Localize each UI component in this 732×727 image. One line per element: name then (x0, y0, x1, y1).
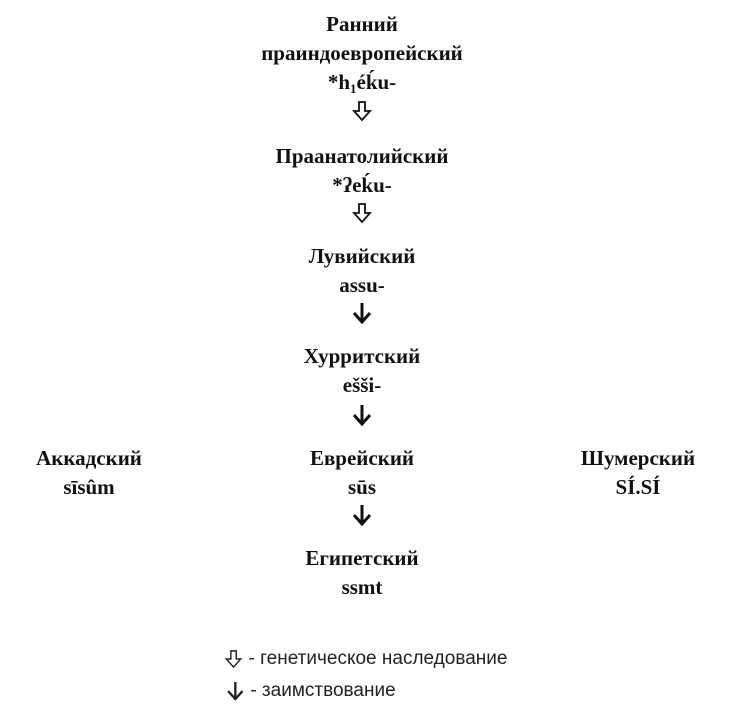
form-subscript: 1 (350, 81, 357, 96)
solid-down-arrow-icon (227, 682, 244, 701)
node-hebrew: Еврейский sūs (310, 444, 414, 502)
solid-down-arrow-icon (352, 505, 372, 526)
node-sumerian-form: SÍ.SÍ (615, 475, 661, 499)
node-hurrian-name: Хурритский (303, 344, 421, 368)
form-rest: éḱu- (356, 70, 397, 94)
node-hebrew-form: sūs (347, 475, 377, 499)
hollow-down-arrow-icon (352, 203, 372, 224)
node-sumerian: Шумерский SÍ.SÍ (581, 444, 695, 502)
node-sumerian-name: Шумерский (580, 446, 696, 470)
node-early-pie-form: *h1éḱu- (261, 68, 463, 103)
node-early-pie-name-1: Ранний (326, 12, 398, 36)
node-akkadian-form: sīsûm (63, 475, 115, 499)
legend-borrowing-label: - заимствование (250, 680, 396, 701)
node-hebrew-name: Еврейский (309, 446, 415, 470)
node-early-pie: Ранний праиндоевропейский *h1éḱu- (261, 10, 463, 103)
node-hurrian: Хурритский eššі- (304, 342, 421, 400)
node-akkadian: Аккадский sīsûm (36, 444, 142, 502)
node-egyptian-form: ssmt (341, 575, 383, 599)
node-egyptian-name: Египетский (305, 546, 419, 570)
node-luwian: Лувийский assu- (309, 242, 416, 300)
node-proto-anatolian-name: Праанатолийский (275, 144, 449, 168)
node-proto-anatolian-form: *ʔeḱu- (332, 173, 392, 197)
node-early-pie-name-2: праиндоевропейский (261, 41, 463, 65)
solid-down-arrow-icon (352, 303, 372, 324)
legend-genetic: - генетическое наследование (224, 648, 508, 670)
hollow-down-arrow-icon (352, 101, 372, 122)
node-egyptian: Египетский ssmt (305, 544, 418, 602)
node-akkadian-name: Аккадский (36, 446, 142, 470)
legend-borrowing: - заимствование (226, 680, 396, 702)
node-luwian-form: assu- (339, 273, 385, 297)
legend-genetic-label: - генетическое наследование (248, 648, 508, 669)
hollow-down-arrow-icon (224, 650, 243, 669)
form-prefix: *h (327, 70, 350, 94)
node-hurrian-form: eššі- (342, 373, 382, 397)
node-luwian-name: Лувийский (308, 244, 416, 268)
solid-down-arrow-icon (352, 405, 372, 426)
node-proto-anatolian: Праанатолийский *ʔeḱu- (276, 142, 449, 200)
